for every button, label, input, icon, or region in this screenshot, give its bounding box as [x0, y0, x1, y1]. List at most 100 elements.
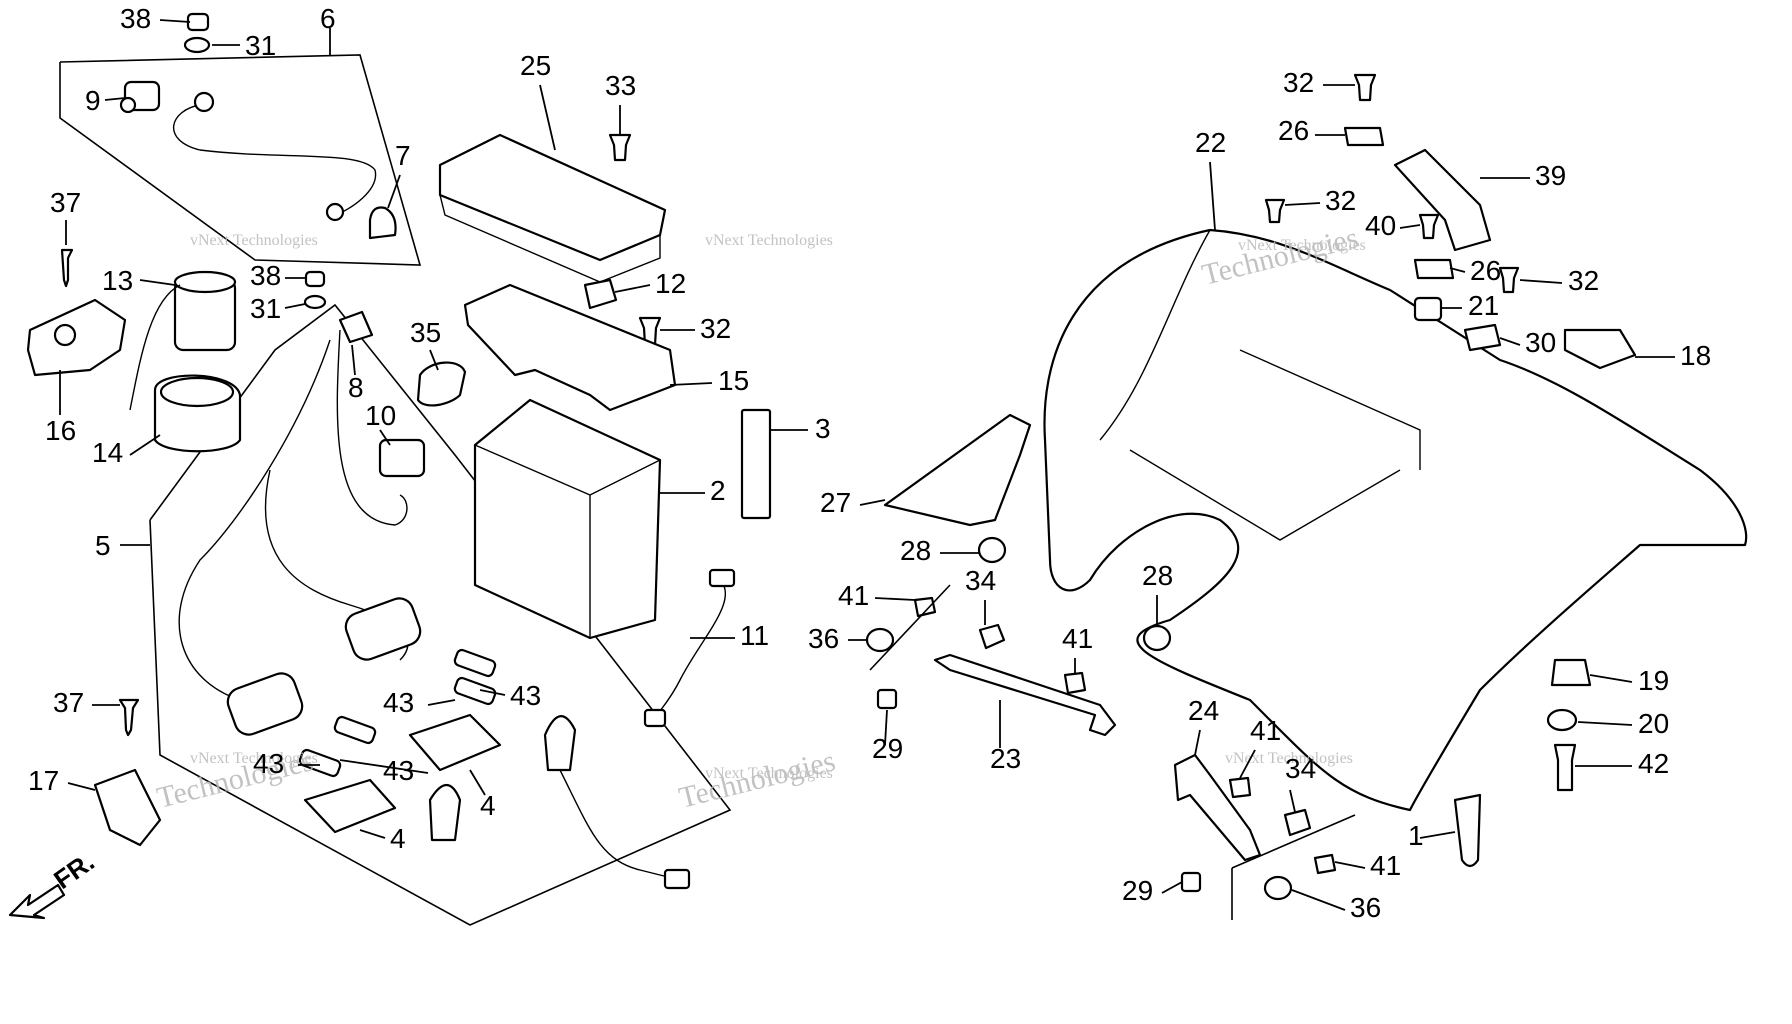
part-35-clip — [416, 361, 467, 407]
leader-line — [1291, 889, 1346, 911]
callout-10: 10 — [365, 400, 396, 431]
leader-line — [284, 303, 306, 309]
callout-43c: 43 — [383, 755, 414, 786]
part-10-plug — [378, 438, 426, 478]
callout-15: 15 — [718, 365, 749, 396]
leader-line — [479, 689, 506, 696]
callout-4a: 4 — [480, 790, 496, 821]
watermark-text: vNext Technologies — [190, 232, 318, 249]
callout-6: 6 — [320, 3, 336, 34]
callout-31: 31 — [245, 30, 276, 61]
callout-43d: 43 — [253, 748, 284, 779]
leader-line — [539, 84, 556, 151]
callout-29b: 29 — [1122, 875, 1153, 906]
callout-32d: 32 — [1568, 265, 1599, 296]
part-38-nut — [186, 12, 210, 32]
leader-line — [614, 284, 651, 293]
callout-36: 36 — [808, 623, 839, 654]
callout-7: 7 — [395, 140, 411, 171]
part-43-fuse-1 — [453, 648, 497, 678]
part-31-washer — [183, 36, 211, 54]
callout-34: 34 — [965, 565, 996, 596]
callout-26b: 26 — [1470, 255, 1501, 286]
leader-line — [1194, 729, 1201, 756]
part-16-bracket — [26, 298, 127, 377]
callout-32c: 32 — [1325, 185, 1356, 216]
callout-13: 13 — [102, 265, 133, 296]
watermark-text: vNext Technologies — [1225, 750, 1353, 767]
callout-9: 9 — [85, 85, 101, 116]
leader-line — [874, 597, 916, 601]
part-3-pad — [740, 408, 772, 520]
callout-32b: 32 — [1283, 67, 1314, 98]
callout-29: 29 — [872, 733, 903, 764]
callout-17: 17 — [28, 765, 59, 796]
callout-18: 18 — [1680, 340, 1711, 371]
part-39-strap — [1393, 148, 1492, 252]
callout-26: 26 — [1278, 115, 1309, 146]
part-27-bracket — [883, 413, 1032, 527]
leader-line — [1239, 749, 1256, 779]
callout-41d: 41 — [1370, 850, 1401, 881]
leader-line — [159, 19, 191, 23]
leader-line — [139, 279, 176, 286]
callout-41: 41 — [838, 580, 869, 611]
leader-line — [884, 709, 888, 746]
part-5-harness — [178, 339, 331, 701]
callout-21: 21 — [1468, 290, 1499, 321]
watermark-text: vNext Technologies — [705, 232, 833, 249]
leader-line — [1284, 202, 1321, 206]
leader-line — [339, 759, 429, 774]
leader-line — [429, 349, 439, 371]
callout-37b: 37 — [53, 687, 84, 718]
callout-14: 14 — [92, 437, 123, 468]
leader-line — [1334, 861, 1366, 869]
callout-36b: 36 — [1350, 892, 1381, 923]
leader-line — [104, 97, 126, 101]
watermark-text: vNext Technologies — [1238, 237, 1366, 254]
part-fuse-holder-2 — [226, 672, 304, 736]
callout-28b: 28 — [1142, 560, 1173, 591]
leader-line — [1589, 674, 1633, 683]
part-28-grommet — [977, 536, 1007, 564]
callout-32: 32 — [700, 313, 731, 344]
part-18-bracket — [1563, 328, 1637, 370]
part-37-screw — [60, 248, 74, 288]
leader-line — [1449, 267, 1466, 273]
leader-line — [67, 782, 96, 791]
part-8-cap — [338, 310, 374, 344]
part-2-battery — [473, 398, 662, 640]
callout-2: 2 — [710, 475, 726, 506]
callout-31b: 31 — [250, 293, 281, 324]
part-43-fuse-4 — [298, 748, 342, 778]
leader-line — [359, 829, 386, 839]
part-15-bracket — [463, 283, 677, 412]
arrow-icon — [8, 883, 66, 920]
part-12-nut — [583, 278, 618, 310]
part-22-fender — [1043, 228, 1748, 812]
part-1-reflector — [1453, 793, 1482, 868]
callout-24: 24 — [1188, 695, 1219, 726]
part-7-boot — [368, 206, 397, 240]
callout-28: 28 — [900, 535, 931, 566]
callout-12: 12 — [655, 268, 686, 299]
callout-19: 19 — [1638, 665, 1669, 696]
callout-16: 16 — [45, 415, 76, 446]
callout-40: 40 — [1365, 210, 1396, 241]
callout-11: 11 — [740, 620, 769, 651]
callout-42: 42 — [1638, 748, 1669, 779]
leader-line — [129, 434, 161, 456]
watermark-text: vNext Technologies — [190, 750, 318, 767]
callout-33: 33 — [605, 70, 636, 101]
callout-37: 37 — [50, 187, 81, 218]
callout-22: 22 — [1195, 127, 1226, 158]
leader-line — [469, 769, 486, 796]
callout-4b: 4 — [390, 823, 406, 854]
leader-line — [859, 499, 886, 506]
parts-center — [438, 133, 1117, 737]
callout-20: 20 — [1638, 708, 1669, 739]
part-4-cover-2 — [303, 778, 397, 834]
callout-8: 8 — [348, 372, 364, 403]
leader-line — [427, 699, 456, 706]
